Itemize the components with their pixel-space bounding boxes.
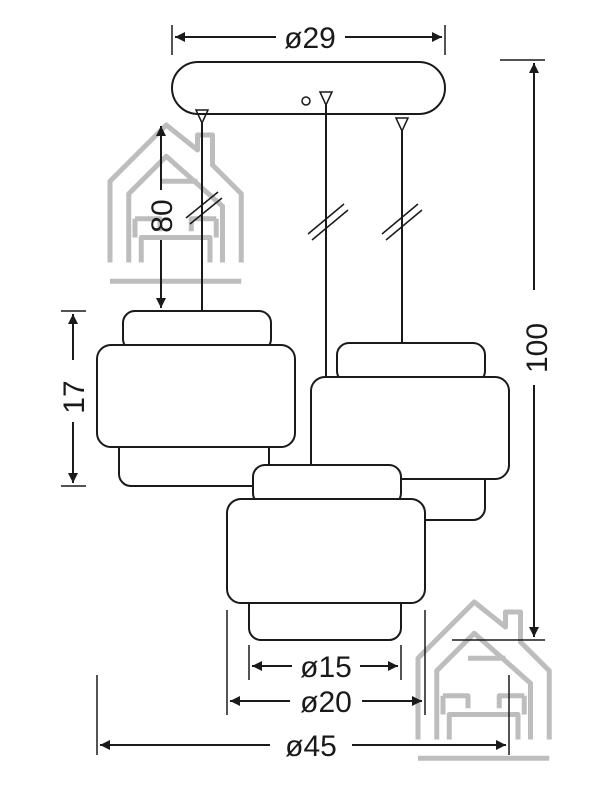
watermark-bottom-icon	[418, 602, 549, 758]
dimension-inner-diameter: ø15	[252, 651, 398, 684]
total-height-label: 100	[521, 323, 554, 373]
dimension-total-width: ø45	[100, 730, 506, 763]
ceiling-canopy	[171, 61, 446, 115]
dimension-shade-height: 17	[58, 310, 91, 487]
lamp-shade-right	[310, 342, 510, 521]
drop-length-label: 80	[146, 199, 179, 232]
lamp-shade-left	[96, 310, 296, 487]
total-width-label: ø45	[285, 730, 337, 763]
dimension-extension-lines	[96, 610, 510, 755]
inner-diameter-label: ø15	[300, 651, 352, 684]
dimension-drop-length: 80	[146, 126, 179, 308]
outer-diameter-label: ø20	[300, 686, 352, 719]
canopy-diameter-label: ø29	[284, 22, 336, 55]
shade-height-label: 17	[58, 380, 91, 413]
dimension-total-height: 100	[452, 59, 554, 641]
dimension-canopy-diameter: ø29	[171, 22, 446, 55]
lamp-shade-center	[226, 464, 426, 641]
dimension-outer-diameter: ø20	[230, 686, 422, 719]
